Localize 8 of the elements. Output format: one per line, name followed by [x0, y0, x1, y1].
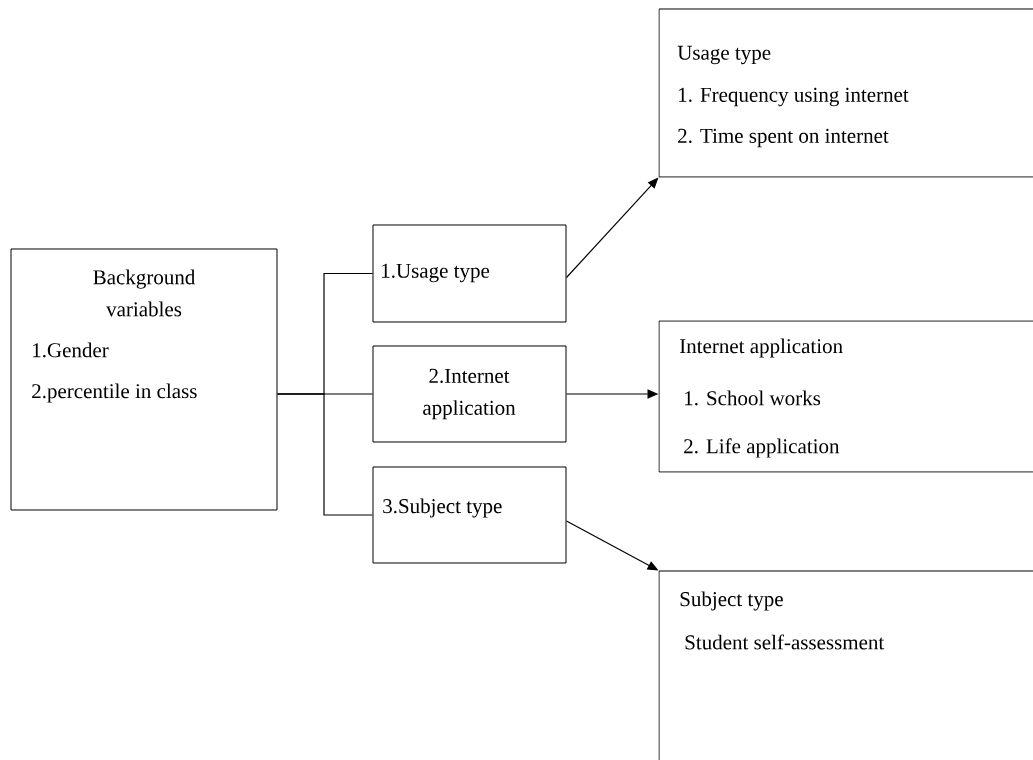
- box: 1.Usage type: [372, 224, 567, 323]
- box: 2.Internet application: [372, 345, 567, 443]
- box: Usage type 1. Frequency using internet 2. Time spent on internet: [658, 8, 1033, 178]
- box: Subject type Student self-assessment: [658, 570, 1033, 760]
- box: Background variables 1.Gender 2.percentile in class: [10, 248, 278, 511]
- box: Internet application 1. School works 2. Life application: [658, 320, 1033, 473]
- connector-line: [276, 393, 374, 516]
- box: 3.Subject type: [372, 466, 567, 564]
